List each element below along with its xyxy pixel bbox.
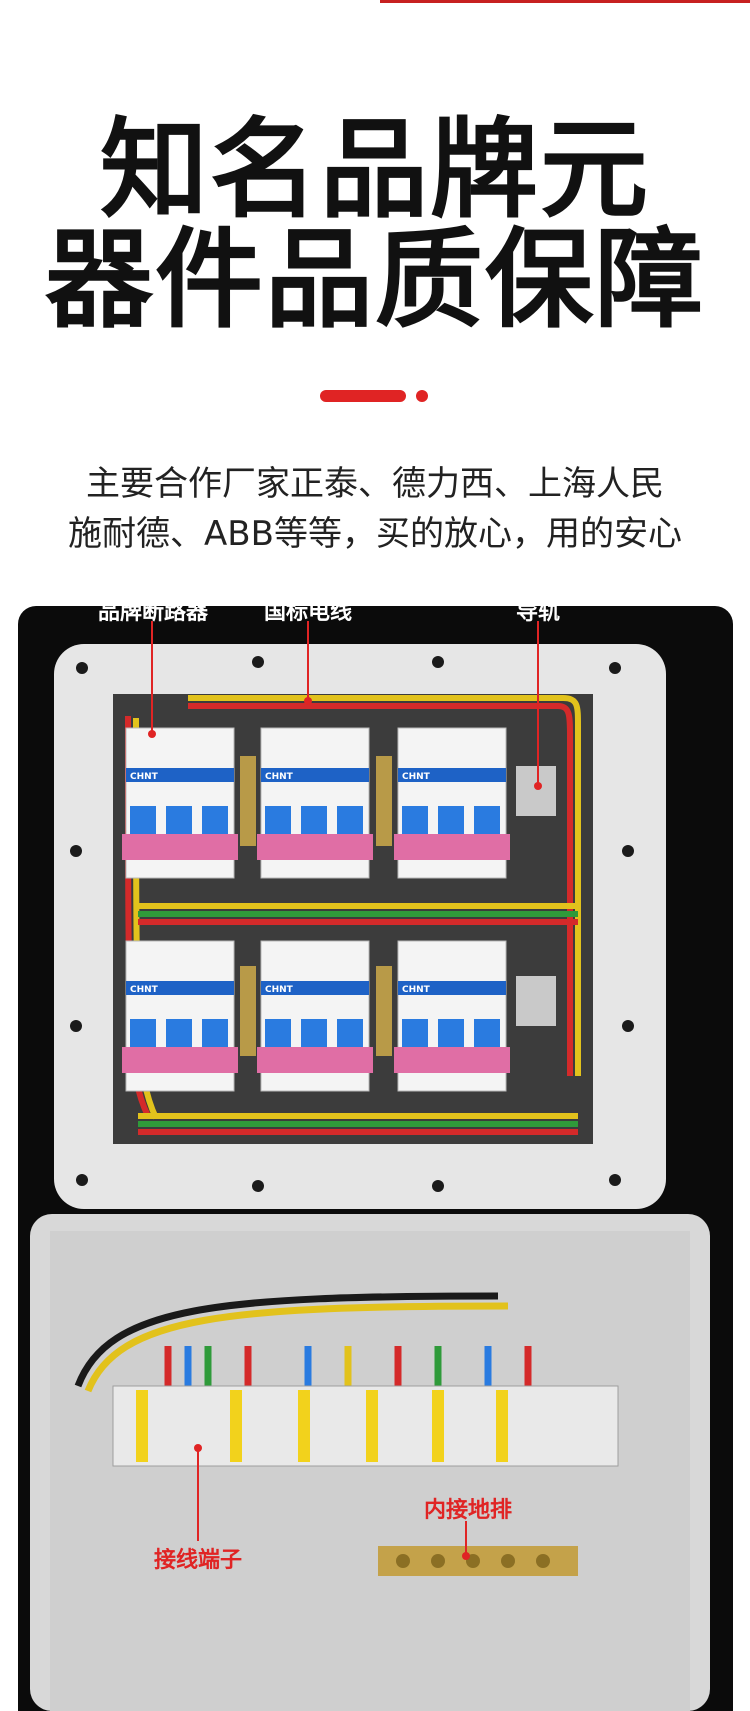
breaker-brand-label: CHNT xyxy=(402,985,431,995)
top-accent-line xyxy=(380,0,750,3)
breaker-group-row-2 xyxy=(122,940,510,1092)
callout-terminal: 接线端子 xyxy=(154,1548,243,1573)
subtitle-line-2: 施耐德、ABB等等，买的放心，用的安心 xyxy=(68,514,682,554)
headline-line-1: 知名品牌元 xyxy=(99,108,650,233)
breaker-brand-label: CHNT xyxy=(402,772,431,782)
breaker-brand-label: CHNT xyxy=(130,772,159,782)
subtitle-line-1: 主要合作厂家正泰、德力西、上海人民 xyxy=(86,464,664,504)
breaker-group-row-1 xyxy=(122,727,510,879)
divider-dot xyxy=(416,390,428,402)
distribution-box-photo: CHNT CHNT CHNT CHNT CHNT CHNT xyxy=(18,606,733,1711)
callout-cable: 国标电线 xyxy=(264,606,353,625)
callout-breaker: 品牌断路器 xyxy=(98,606,209,625)
divider-bar xyxy=(320,390,406,402)
breaker-brand-label: CHNT xyxy=(130,985,159,995)
din-rail xyxy=(516,766,556,816)
headline-line-2: 器件品质保障 xyxy=(44,218,705,343)
breaker-brand-label: CHNT xyxy=(265,985,294,995)
callout-rail: 导轨 xyxy=(516,606,561,625)
terminal-block xyxy=(112,1385,619,1467)
distribution-box-illustration: CHNT CHNT CHNT CHNT CHNT CHNT xyxy=(30,621,710,1711)
callout-ground-bar: 内接地排 xyxy=(424,1498,513,1523)
breaker-brand-label: CHNT xyxy=(265,772,294,782)
